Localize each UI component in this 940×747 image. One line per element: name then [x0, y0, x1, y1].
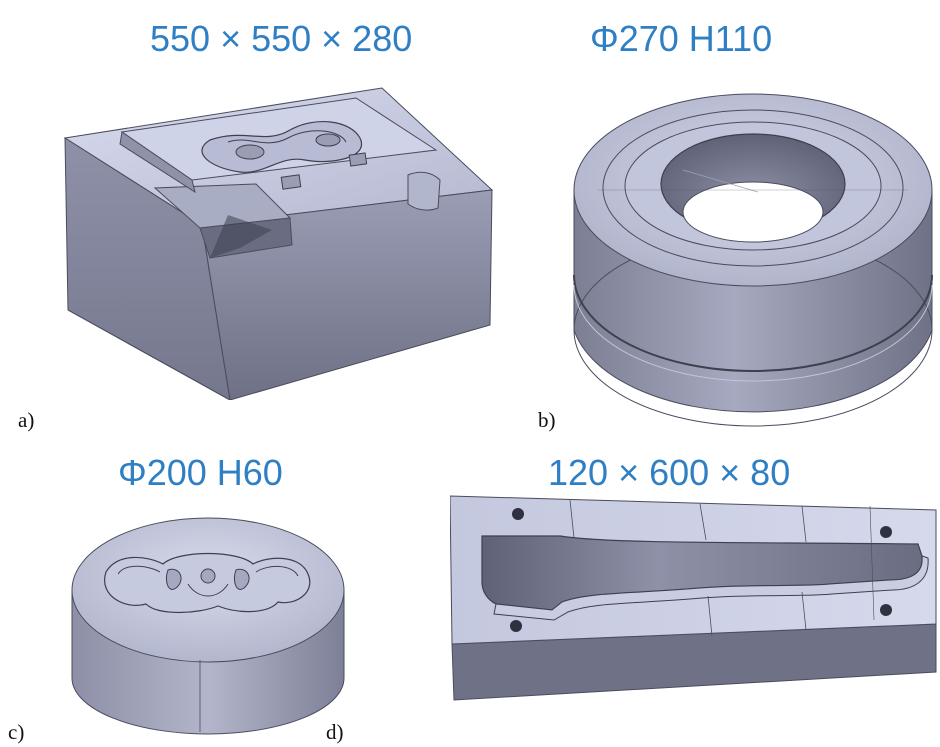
- panel-b-ring-model: [573, 93, 933, 427]
- panel-c-label: c): [8, 720, 25, 744]
- panel-a-dimension: 550 × 550 × 280: [150, 18, 413, 59]
- panel-c-disk-model: [71, 517, 345, 735]
- panel-b-label: b): [538, 408, 556, 432]
- panel-d-dimension: 120 × 600 × 80: [548, 452, 791, 493]
- panel-d-plate-model: [450, 495, 937, 701]
- panel-b-dimension: Φ270 H110: [590, 18, 773, 59]
- panel-d-label: d): [326, 720, 344, 744]
- panel-a-block-model: [63, 87, 494, 400]
- panel-a-label: a): [18, 408, 35, 432]
- panel-c-dimension: Φ200 H60: [118, 452, 283, 493]
